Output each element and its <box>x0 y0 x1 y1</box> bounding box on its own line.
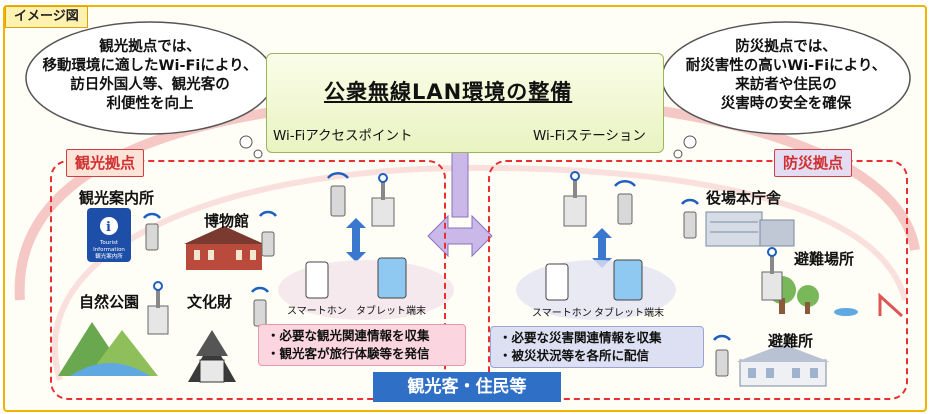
disaster-tablet-icon <box>613 259 643 301</box>
tourism-zone-label: 観光拠点 <box>66 149 145 177</box>
disaster-zone <box>488 160 908 400</box>
tourism-tablet-label: タブレット端末 <box>356 306 426 317</box>
info-line: ・被災状況等を各所に配信 <box>499 348 650 363</box>
tourism-zone <box>50 160 446 400</box>
tourism-info-box: ・必要な観光関連情報を収集 ・観光客が旅行体験等を発信 <box>258 324 466 366</box>
place-town-hall: 役場本庁舎 <box>706 189 782 207</box>
place-tourist-info-center: 観光案内所 <box>79 189 155 207</box>
sign-line: 観光案内所 <box>95 254 123 260</box>
bubble-line: 訪日外国人等、観光客の <box>70 77 230 93</box>
info-line: ・必要な災害関連情報を収集 <box>499 330 662 345</box>
banner-title: 公衆無線LAN環境の整備 <box>324 80 573 104</box>
place-shelter: 避難所 <box>768 332 814 350</box>
bubble-line: 移動環境に適したWi-Fiにより、 <box>42 58 258 74</box>
town-hall-building-icon <box>705 211 795 247</box>
central-banner <box>266 53 664 153</box>
users-footer-banner: 観光客・住民等 <box>373 372 561 402</box>
sign-line: Tourist <box>99 240 119 246</box>
shelter-wifi-icon <box>713 334 731 377</box>
connector-stem <box>451 150 469 218</box>
tourism-wifi-access-point-icon <box>327 172 349 217</box>
tourism-bubble-text: 観光拠点では、 移動環境に適したWi-Fiにより、 訪日外国人等、観光客の 利便… <box>30 38 270 114</box>
info-line: ・必要な観光関連情報を収集 <box>267 328 430 343</box>
disaster-smartphone-label: スマートホン <box>532 308 592 319</box>
disaster-wifi-access-point-icon <box>614 180 636 225</box>
place-nature-park: 自然公園 <box>79 293 140 311</box>
cultural-property-wifi-icon <box>251 286 269 327</box>
tourism-tablet-icon <box>377 257 407 299</box>
disaster-smartphone-icon <box>545 263 569 301</box>
bubble-line: 防災拠点では、 <box>735 39 837 55</box>
bubble-line: 観光拠点では、 <box>99 39 201 55</box>
shelter-school-icon <box>736 344 830 387</box>
disaster-info-box: ・必要な災害関連情報を収集 ・被災状況等を各所に配信 <box>490 326 704 368</box>
museum-building-icon <box>184 226 264 270</box>
disaster-tablet-label: タブレット端末 <box>594 308 664 319</box>
evacuation-site-station-icon <box>761 247 783 301</box>
tourism-smartphone-label: スマートホン <box>287 306 347 317</box>
station-label: Wi-Fiステーション <box>533 128 646 144</box>
town-hall-wifi-icon <box>681 198 699 239</box>
tourism-updown-arrow-icon <box>346 218 366 262</box>
disaster-bubble-text: 防災拠点では、 耐災害性の高いWi-Fiにより、 来訪者や住民の 災害時の安全を… <box>666 38 906 114</box>
nature-park-station-icon <box>147 281 169 335</box>
place-evacuation-site: 避難場所 <box>794 250 855 268</box>
disaster-zone-label: 防災拠点 <box>774 149 853 177</box>
tourist-info-sign-text: Tourist Information 観光案内所 <box>89 240 129 261</box>
disaster-updown-arrow-icon <box>592 228 612 268</box>
sign-line: Information <box>93 247 125 253</box>
disaster-wifi-station-icon <box>563 171 587 227</box>
access-point-label: Wi-Fiアクセスポイント <box>273 128 413 144</box>
bubble-line: 耐災害性の高いWi-Fiにより、 <box>685 58 887 74</box>
museum-wifi-icon <box>259 210 277 257</box>
info-line: ・観光客が旅行体験等を発信 <box>267 346 430 361</box>
tourism-wifi-station-icon <box>371 173 395 227</box>
bubble-line: 利便性を向上 <box>106 96 194 112</box>
svg-text:i: i <box>106 220 111 235</box>
place-museum: 博物館 <box>204 212 250 230</box>
tourism-infocenter-wifi-icon <box>143 212 161 251</box>
image-label-tag: イメージ図 <box>5 6 88 28</box>
bubble-line: 来訪者や住民の <box>735 77 837 93</box>
cultural-property-castle-icon <box>188 330 236 383</box>
nature-park-icon <box>58 322 158 376</box>
tourism-smartphone-icon <box>305 261 329 299</box>
place-cultural-property: 文化財 <box>187 293 233 311</box>
bubble-line: 災害時の安全を確保 <box>720 96 852 112</box>
